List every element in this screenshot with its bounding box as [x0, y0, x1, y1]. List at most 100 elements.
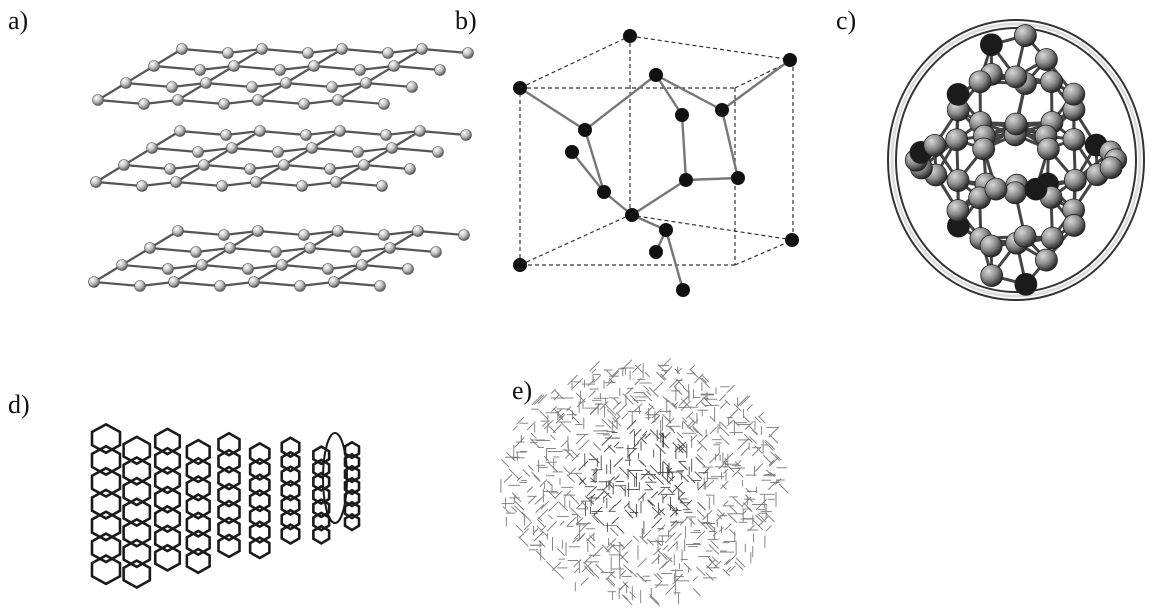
graphite-atom [89, 277, 100, 288]
graphite-atom [201, 78, 212, 89]
amorphous-bond [614, 475, 619, 480]
nanotube-hexagon [219, 501, 240, 523]
amorphous-bond [742, 510, 746, 514]
graphite-atom [197, 260, 208, 271]
amorphous-bond [634, 403, 643, 412]
graphite-atom [121, 78, 132, 89]
amorphous-bond [665, 533, 675, 543]
graphite-bond [98, 100, 144, 104]
amorphous-bond [501, 459, 509, 467]
amorphous-bond [769, 457, 779, 467]
amorphous-bond [568, 375, 578, 385]
amorphous-bond [622, 595, 632, 605]
amorphous-bond [647, 539, 654, 546]
graphite-atom [433, 147, 444, 158]
amorphous-bond [697, 446, 702, 451]
amorphous-bond [733, 497, 743, 507]
graphite-atom [163, 264, 174, 275]
amorphous-bond [674, 533, 681, 540]
amorphous-bond [759, 412, 763, 416]
graphite-bond [394, 66, 440, 70]
amorphous-bond [765, 442, 774, 451]
amorphous-bond [652, 409, 661, 418]
amorphous-bond [628, 506, 637, 515]
graphite-atom [417, 44, 428, 55]
c60-atom [980, 34, 1002, 56]
amorphous-bond [606, 381, 611, 386]
graphite-atom [355, 65, 366, 76]
nanotube-hexagon [92, 512, 120, 540]
amorphous-bond [559, 502, 568, 511]
graphite-atom [359, 160, 370, 171]
graphite-atom [219, 230, 230, 241]
amorphous-bond [606, 544, 614, 552]
graphite-bond [178, 100, 224, 104]
amorphous-bond [627, 420, 636, 429]
graphite-bond [362, 265, 408, 269]
c60-atom [980, 235, 1002, 257]
amorphous-bond [747, 404, 753, 410]
nanotube-hexagon [219, 535, 240, 557]
amorphous-bond [684, 563, 692, 571]
graphite-atom [219, 99, 230, 110]
amorphous-bond [513, 426, 518, 431]
graphite-atom [413, 226, 424, 237]
diamond-atom [565, 145, 579, 159]
amorphous-bond [728, 513, 738, 523]
nanotube-hexagon [155, 429, 180, 454]
amorphous-bond [655, 540, 661, 546]
amorphous-bond [641, 577, 646, 582]
amorphous-bond [620, 584, 626, 590]
nanotube-hexagon [92, 555, 120, 583]
amorphous-bond [564, 467, 570, 473]
cell-edge [520, 215, 630, 265]
graphite-bond [206, 83, 252, 87]
graphite-bond [174, 282, 220, 286]
amorphous-bond [741, 448, 749, 456]
nanotube-hexagon [92, 468, 120, 496]
c60-atom [1015, 273, 1037, 295]
nanotube-hexagon [155, 448, 180, 473]
graphite-atom [379, 99, 390, 110]
amorphous-bond [602, 419, 612, 429]
amorphous-bond [548, 515, 552, 519]
graphite-bond [314, 66, 360, 70]
amorphous-bond [544, 420, 553, 429]
amorphous-bond [682, 418, 686, 422]
graphite-atom [173, 226, 184, 237]
amorphous-bond [621, 570, 626, 575]
c60-atom [1035, 249, 1057, 271]
amorphous-bond [738, 396, 748, 406]
nanotube-hexagon [92, 534, 120, 562]
amorphous-bond [613, 402, 621, 410]
fullerene-c60 [888, 20, 1144, 300]
diamond-atom [731, 171, 745, 185]
c60-atom [946, 129, 968, 151]
diamond-atom [715, 103, 729, 117]
graphite-atom [335, 126, 346, 137]
graphite-atom [405, 164, 416, 175]
amorphous-bond [648, 477, 652, 481]
amorphous-bond [709, 454, 719, 464]
amorphous-bond [534, 475, 541, 482]
graphite-atom [257, 44, 268, 55]
amorphous-bond [594, 515, 605, 526]
amorphous-bond [592, 369, 596, 373]
graphite-atom [331, 177, 342, 188]
amorphous-bond [669, 380, 678, 389]
nanotube-hexagon [92, 446, 120, 474]
diamond-bond [666, 230, 683, 290]
amorphous-bond [766, 526, 772, 532]
amorphous-bond [534, 532, 543, 541]
graphite-bond [126, 83, 172, 87]
graphite-bond [340, 131, 386, 135]
c60-atom [947, 170, 969, 192]
nanotube-hexagon [250, 459, 269, 479]
graphite-atom [463, 48, 474, 59]
nanotube-hexagon [282, 481, 300, 500]
graphite-bond [96, 182, 142, 186]
amorphous-bond [569, 468, 576, 475]
nanotube-hexagon [187, 476, 210, 500]
amorphous-bond [534, 395, 544, 405]
graphite-bond [366, 83, 412, 87]
